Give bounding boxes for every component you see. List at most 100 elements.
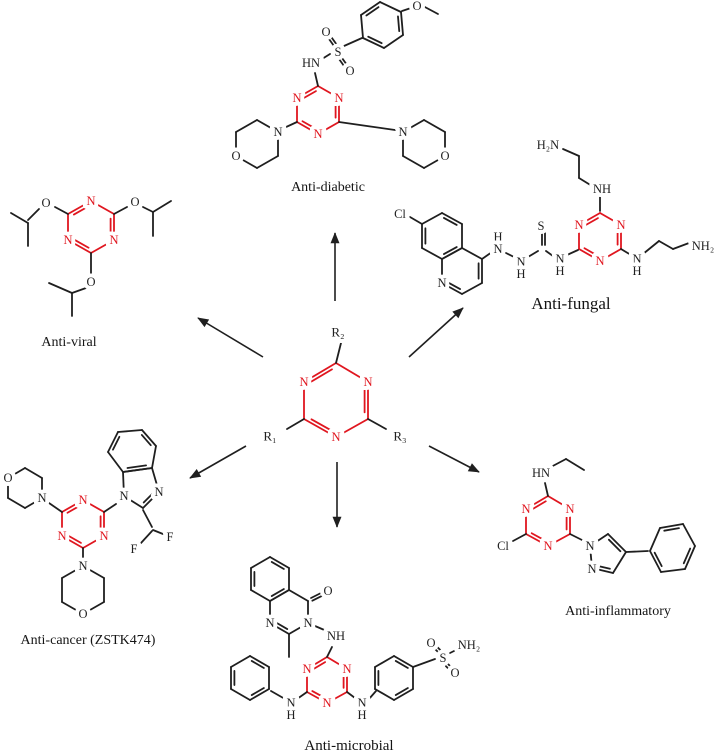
bond: [566, 249, 579, 256]
bond: [303, 362, 337, 383]
atom-label: N: [342, 662, 351, 676]
bond: [444, 665, 451, 672]
bond: [658, 240, 674, 250]
atom-label: O: [3, 471, 12, 485]
atom-label: N: [585, 539, 594, 553]
bond: [368, 690, 377, 700]
atom-label: R₃: [393, 429, 406, 444]
atom-label: NH₂: [692, 239, 714, 253]
atom-label: O: [231, 149, 240, 163]
bond: [607, 533, 627, 553]
bond: [653, 551, 663, 568]
bond: [684, 545, 696, 570]
bond: [123, 495, 144, 509]
bond: [447, 663, 453, 669]
arrow-upper-left: [197, 317, 264, 358]
bond: [235, 155, 258, 169]
arrow-lower-right: [428, 445, 480, 473]
bond: [461, 247, 483, 260]
bond: [283, 121, 298, 129]
bond: [27, 208, 40, 221]
bond: [505, 252, 515, 258]
bond: [548, 458, 567, 469]
bond: [481, 251, 493, 260]
atom-label: N: [357, 696, 366, 710]
atom-label: N: [555, 252, 564, 266]
bond: [296, 121, 319, 135]
bond: [10, 212, 29, 224]
bond: [24, 497, 43, 509]
atom-label: N: [587, 562, 596, 576]
arrow-lower-left: [189, 445, 247, 479]
bond: [151, 445, 157, 469]
atom-label: O: [86, 275, 95, 289]
bond: [547, 495, 571, 510]
bond: [374, 688, 395, 701]
atom-label: N: [322, 696, 331, 710]
bond: [649, 527, 661, 552]
bond: [659, 523, 684, 529]
atom-label: Cl: [394, 207, 406, 221]
bond: [301, 90, 317, 100]
bond: [67, 239, 92, 254]
caption-anti-inflammatory: Anti-inflammatory: [565, 604, 671, 619]
bond: [547, 533, 571, 547]
bond: [393, 655, 414, 668]
bond: [383, 34, 404, 49]
caption-anti-cancer: Anti-cancer (ZSTK474): [21, 633, 156, 648]
bond: [443, 246, 458, 255]
bond: [306, 691, 328, 704]
caption-anti-diabetic: Anti-diabetic: [291, 180, 365, 195]
atom-label: R₂: [331, 325, 344, 340]
bond: [103, 503, 117, 513]
atom-label: N: [78, 493, 87, 507]
atom-label: N: [119, 489, 128, 503]
bond: [409, 216, 423, 225]
bond: [90, 239, 115, 254]
atom-label: N: [565, 502, 574, 516]
atom-label: HN: [302, 56, 320, 70]
atom-label: N: [37, 491, 46, 505]
atom-label: NH₂: [458, 638, 480, 652]
atom-label: N: [574, 218, 583, 232]
bond: [152, 529, 164, 535]
bond: [142, 491, 160, 509]
caption-anti-microbial: Anti-microbial: [304, 738, 393, 752]
atom-label: N: [109, 233, 118, 247]
bond: [328, 38, 335, 47]
bond: [249, 688, 270, 701]
bond: [310, 418, 333, 432]
bond: [250, 660, 265, 669]
atom-label: N: [292, 91, 301, 105]
bond: [530, 500, 547, 511]
atom-label: H₂N: [537, 138, 559, 152]
atom-label: S: [538, 219, 545, 233]
arrow-shaft: [197, 317, 264, 358]
bond: [250, 589, 271, 602]
bond: [649, 550, 662, 573]
bond: [71, 287, 87, 294]
bond: [612, 551, 627, 574]
bond: [117, 429, 143, 433]
bond: [306, 656, 328, 670]
bond: [235, 119, 258, 133]
bond: [402, 119, 425, 133]
bond: [54, 206, 69, 215]
atom-label: N: [632, 252, 641, 266]
bond: [379, 1, 402, 13]
atom-label: N: [331, 430, 340, 444]
bond: [441, 247, 463, 260]
bond: [525, 533, 549, 547]
bond: [341, 57, 348, 66]
bond: [620, 248, 632, 256]
bond: [140, 434, 152, 447]
bond: [422, 5, 439, 15]
atom-label: N: [398, 125, 407, 139]
bond: [270, 690, 286, 700]
atom-label: O: [450, 666, 459, 680]
bond: [578, 177, 593, 187]
bond: [326, 646, 333, 658]
